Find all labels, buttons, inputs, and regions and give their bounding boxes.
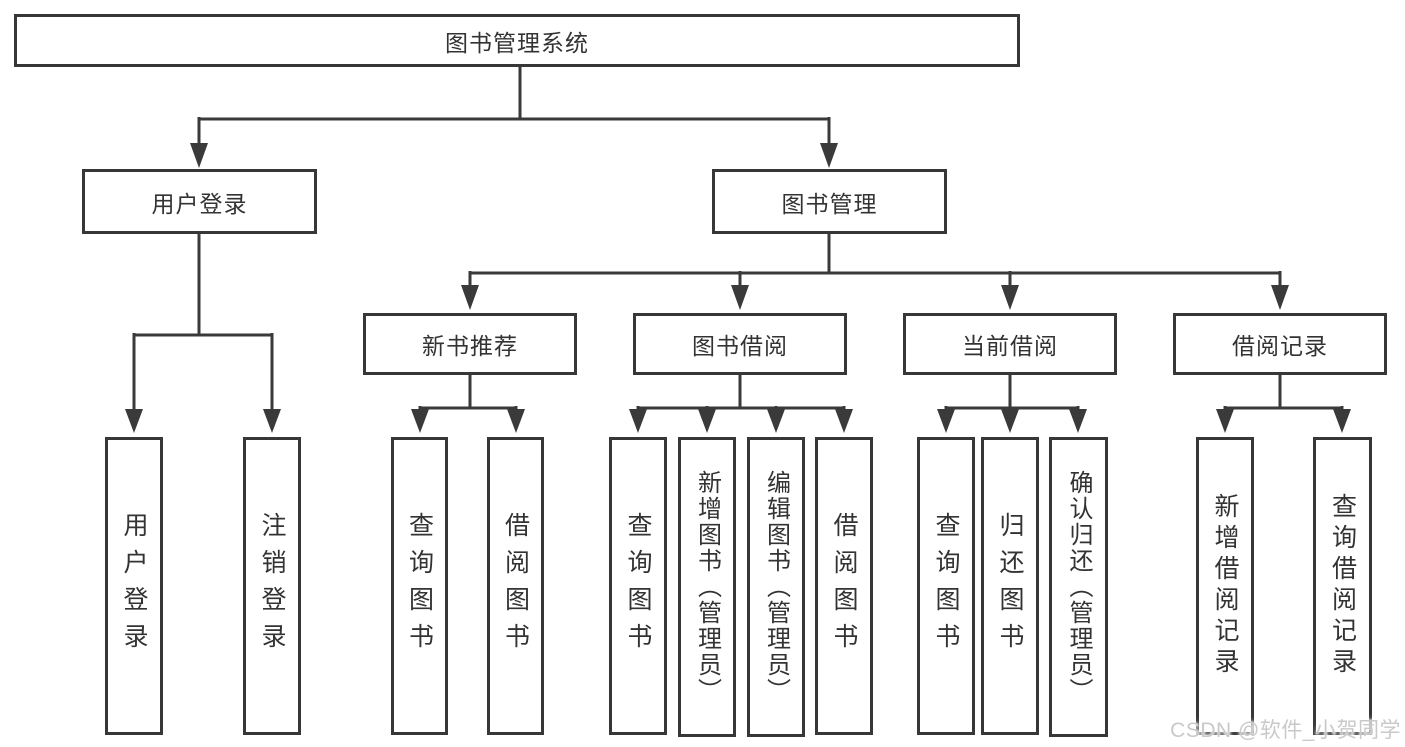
arrowhead-down-icon <box>698 409 716 433</box>
leaf-add-book-admin: 新增图书（管理员） <box>678 437 736 737</box>
arrowhead-down-icon <box>190 143 208 168</box>
arrowhead-down-icon <box>1271 285 1289 310</box>
arrowhead-down-icon <box>507 409 525 433</box>
leaf-label: 借阅图书 <box>501 512 530 660</box>
leaf-logout: 注销登录 <box>243 437 301 735</box>
node-label: 借阅记录 <box>1232 333 1328 359</box>
arrowhead-down-icon <box>411 409 429 433</box>
node-book-borrowing: 图书借阅 <box>633 313 847 375</box>
node-label: 当前借阅 <box>962 333 1058 359</box>
connector-root-to-level2 <box>190 66 838 168</box>
node-new-book-recommend: 新书推荐 <box>363 313 577 375</box>
arrowhead-down-icon <box>1333 409 1351 433</box>
leaf-label: 新增图书（管理员） <box>693 470 721 704</box>
connector-book-management-to-level3 <box>461 232 1289 310</box>
node-label: 新书推荐 <box>422 333 518 359</box>
arrowhead-down-icon <box>461 285 479 310</box>
node-book-management-system: 图书管理系统 <box>14 14 1020 67</box>
leaf-return-books: 归还图书 <box>981 437 1039 735</box>
connector-borrowing-records-to-leaves <box>1216 373 1351 433</box>
node-label: 用户登录 <box>151 190 248 217</box>
leaf-query-books-recommend: 查询图书 <box>391 437 448 735</box>
leaf-borrow-books-recommend: 借阅图书 <box>487 437 544 735</box>
arrowhead-down-icon <box>820 143 838 168</box>
arrowhead-down-icon <box>1216 409 1234 433</box>
leaf-query-borrow-record: 查询借阅记录 <box>1313 437 1372 735</box>
arrowhead-down-icon <box>125 409 143 433</box>
leaf-edit-book-admin: 编辑图书（管理员） <box>747 437 805 737</box>
leaf-label: 归还图书 <box>996 512 1024 660</box>
leaf-label: 注销登录 <box>258 512 286 660</box>
node-current-borrowing: 当前借阅 <box>903 313 1117 375</box>
node-borrowing-records: 借阅记录 <box>1173 313 1387 375</box>
leaf-label: 借阅图书 <box>830 512 858 660</box>
leaf-label: 确认归还（管理员） <box>1065 470 1092 704</box>
arrowhead-down-icon <box>263 409 281 433</box>
connector-book-borrowing-to-leaves <box>629 373 853 433</box>
connector-current-borrowing-to-leaves <box>937 373 1087 433</box>
csdn-watermark: CSDN @软件_小贺同学 <box>1170 719 1401 742</box>
leaf-user-login: 用户登录 <box>105 437 163 735</box>
arrowhead-down-icon <box>629 409 647 433</box>
node-book-management: 图书管理 <box>712 169 947 234</box>
leaf-label: 查询图书 <box>624 512 652 660</box>
leaf-label: 查询图书 <box>405 512 434 660</box>
arrowhead-down-icon <box>937 409 955 433</box>
leaf-borrow-books-borrowing: 借阅图书 <box>815 437 873 735</box>
arrowhead-down-icon <box>1069 409 1087 433</box>
leaf-confirm-return-admin: 确认归还（管理员） <box>1049 437 1108 737</box>
arrowhead-down-icon <box>1001 409 1019 433</box>
leaf-label: 新增借阅记录 <box>1211 493 1239 679</box>
arrowhead-down-icon <box>835 409 853 433</box>
leaf-label: 用户登录 <box>120 512 148 660</box>
node-label: 图书借阅 <box>692 333 788 359</box>
arrowhead-down-icon <box>767 409 785 433</box>
leaf-label: 编辑图书（管理员） <box>762 470 790 704</box>
node-user-login: 用户登录 <box>82 169 317 234</box>
connector-user-login-to-leaves <box>125 232 281 433</box>
leaf-add-borrow-record: 新增借阅记录 <box>1196 437 1254 735</box>
node-label: 图书管理系统 <box>445 29 589 56</box>
arrowhead-down-icon <box>1001 285 1019 310</box>
leaf-label: 查询借阅记录 <box>1328 493 1357 679</box>
arrowhead-down-icon <box>731 285 749 310</box>
node-label: 图书管理 <box>781 190 878 217</box>
connector-new-book-recommend-to-leaves <box>411 373 525 433</box>
leaf-query-books-current: 查询图书 <box>917 437 975 735</box>
leaf-label: 查询图书 <box>932 512 960 660</box>
leaf-query-books-borrowing: 查询图书 <box>609 437 667 735</box>
